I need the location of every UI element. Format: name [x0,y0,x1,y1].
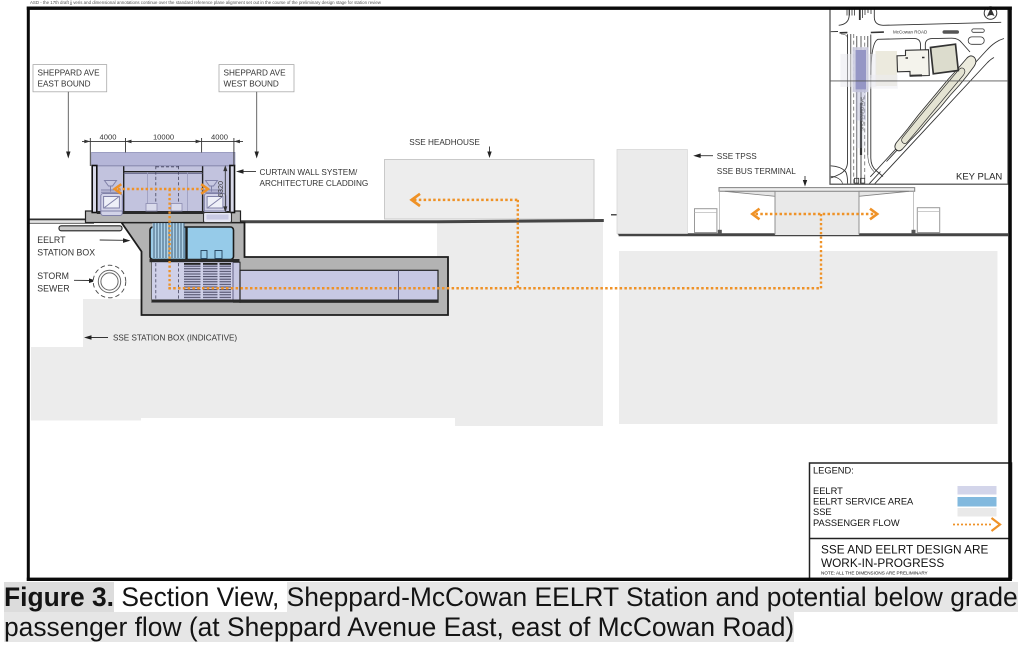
svg-text:10000: 10000 [153,133,174,142]
svg-text:EELRT: EELRT [813,486,843,496]
svg-text:EELRT: EELRT [37,235,66,245]
svg-text:4000: 4000 [100,133,117,142]
svg-text:SHEPPARD AVE: SHEPPARD AVE [860,97,865,131]
svg-text:STORM: STORM [37,271,69,281]
svg-text:SHEPPARD AVE: SHEPPARD AVE [224,69,287,78]
svg-text:EELRT SERVICE AREA: EELRT SERVICE AREA [813,497,914,507]
svg-text:PASSENGER FLOW: PASSENGER FLOW [813,518,900,528]
svg-text:SHEPPARD AVE: SHEPPARD AVE [38,69,101,78]
svg-text:6320: 6320 [216,181,225,197]
svg-text:LEGEND:: LEGEND: [813,466,854,476]
svg-text:ARCHITECTURE CLADDING: ARCHITECTURE CLADDING [260,179,369,188]
svg-text:4000: 4000 [211,133,228,142]
svg-text:SSE TPSS: SSE TPSS [717,152,757,161]
svg-text:SSE HEADHOUSE: SSE HEADHOUSE [409,138,480,147]
svg-text:STATION BOX: STATION BOX [37,248,95,258]
svg-text:SSE: SSE [813,507,832,517]
svg-text:SSE AND EELRT DESIGN ARE: SSE AND EELRT DESIGN ARE [821,543,989,557]
svg-text:NOTE: ALL THE DIMENSIONS ARE P: NOTE: ALL THE DIMENSIONS ARE PRELIMINARY [821,571,928,576]
svg-text:SSE BUS TERMINAL: SSE BUS TERMINAL [717,167,796,176]
svg-text:McCowan ROAD: McCowan ROAD [893,29,928,34]
svg-text:SSE STATION BOX (INDICATIVE): SSE STATION BOX (INDICATIVE) [113,334,237,343]
svg-text:EAST BOUND: EAST BOUND [38,80,91,89]
svg-text:KEY PLAN: KEY PLAN [956,172,1002,183]
svg-text:WEST BOUND: WEST BOUND [224,80,279,89]
svg-text:SEWER: SEWER [37,284,69,294]
svg-text:WORK-IN-PROGRESS: WORK-IN-PROGRESS [821,556,944,570]
svg-text:ASD - the 17th draft jj veris: ASD - the 17th draft jj veris and dimens… [30,0,382,5]
svg-text:CURTAIN WALL SYSTEM/: CURTAIN WALL SYSTEM/ [260,168,359,177]
